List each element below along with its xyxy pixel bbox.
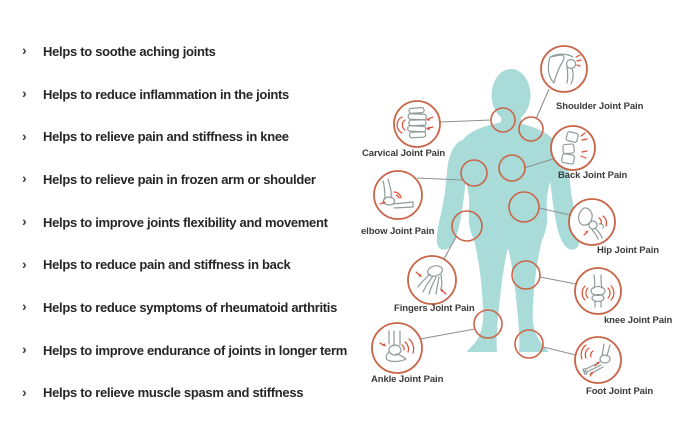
connector-lines	[416, 88, 577, 356]
label-cervical-joint-pain: Carvical Joint Pain	[362, 148, 446, 159]
connector-line	[535, 88, 550, 120]
benefits-list: › Helps to soothe aching joints › Helps …	[22, 30, 362, 414]
callout-circle-ankle	[371, 322, 423, 374]
chevron-right-icon: ›	[22, 85, 27, 102]
benefit-text: Helps to improve joints flexibility and …	[43, 214, 328, 230]
body-marker-wrist	[451, 210, 483, 242]
callout-circle-knee	[574, 267, 622, 315]
benefit-item: › Helps to soothe aching joints	[22, 30, 362, 73]
label-ankle-joint-pain: Ankle Joint Pain	[371, 374, 444, 385]
body-marker-shoulder	[518, 116, 544, 142]
benefit-item: › Helps to improve joints flexibility an…	[22, 201, 362, 244]
body-marker-elbow	[460, 159, 488, 187]
benefit-text: Helps to reduce pain and stiffness in ba…	[43, 257, 291, 273]
chevron-right-icon: ›	[22, 341, 27, 358]
benefit-text: Helps to relieve muscle spasm and stiffn…	[43, 385, 304, 401]
body-marker-knee	[511, 260, 541, 290]
benefit-text: Helps to reduce symptoms of rheumatoid a…	[43, 299, 338, 315]
label-foot-joint-pain: Foot Joint Pain	[586, 386, 654, 397]
benefit-text: Helps to improve endurance of joints in …	[43, 342, 347, 358]
hip-joint-icon	[578, 207, 608, 240]
callout-circle-cervical	[393, 100, 441, 148]
callout-circle-foot	[574, 336, 622, 384]
connector-line	[443, 236, 457, 260]
benefit-item: › Helps to reduce symptoms of rheumatoid…	[22, 286, 362, 329]
benefit-item: › Helps to relieve pain and stiffness in…	[22, 115, 362, 158]
body-marker-ankle	[473, 309, 503, 339]
body-silhouette	[436, 69, 580, 352]
chevron-right-icon: ›	[22, 255, 27, 272]
connector-line	[542, 346, 577, 356]
foot-joint-icon	[580, 343, 611, 377]
connector-line	[416, 177, 463, 181]
connector-line	[538, 207, 571, 216]
label-hip-joint-pain: Hip Joint Pain	[597, 245, 659, 256]
benefit-text: Helps to relieve pain and stiffness in k…	[43, 129, 289, 145]
benefit-text: Helps to relieve pain in frozen arm or s…	[43, 171, 316, 187]
callout-circle-fingers	[407, 255, 457, 305]
benefit-item: › Helps to reduce pain and stiffness in …	[22, 243, 362, 286]
benefit-item: › Helps to relieve pain in frozen arm or…	[22, 158, 362, 201]
callout-circle-elbow	[373, 170, 423, 220]
chevron-right-icon: ›	[22, 213, 27, 230]
shoulder-joint-icon	[547, 53, 582, 85]
benefit-item: › Helps to relieve muscle spasm and stif…	[22, 372, 362, 415]
label-shoulder-joint-pain: Shoulder Joint Pain	[556, 101, 644, 112]
chevron-right-icon: ›	[22, 298, 27, 315]
chevron-right-icon: ›	[22, 127, 27, 144]
body-marker-neck	[490, 107, 516, 133]
knee-joint-icon	[581, 274, 615, 308]
label-fingers-joint-pain: Fingers Joint Pain	[394, 303, 475, 314]
connector-line	[539, 276, 577, 285]
body-markers	[451, 107, 544, 359]
body-marker-back	[498, 154, 526, 182]
callout-circles	[371, 45, 622, 384]
callout-circle-hip	[568, 198, 616, 246]
benefit-text: Helps to reduce inflammation in the join…	[43, 86, 289, 102]
ankle-joint-icon	[379, 330, 415, 362]
benefit-text: Helps to soothe aching joints	[43, 43, 216, 59]
label-back-joint-pain: Back Joint Pain	[558, 170, 628, 181]
fingers-joint-icon	[415, 265, 447, 295]
connector-line	[419, 328, 476, 340]
benefit-item: › Helps to reduce inflammation in the jo…	[22, 73, 362, 116]
body-marker-foot	[514, 329, 544, 359]
cervical-spine-icon	[396, 107, 434, 139]
benefit-item: › Helps to improve endurance of joints i…	[22, 329, 362, 372]
elbow-joint-icon	[379, 178, 414, 209]
back-spine-icon	[561, 131, 588, 165]
label-knee-joint-pain: knee Joint Pain	[604, 315, 673, 326]
connector-line	[439, 119, 492, 123]
chevron-right-icon: ›	[22, 170, 27, 187]
connector-line	[523, 158, 554, 169]
chevron-right-icon: ›	[22, 42, 27, 59]
label-elbow-joint-pain: elbow Joint Pain	[361, 226, 435, 237]
chevron-right-icon: ›	[22, 383, 27, 400]
body-marker-hip	[508, 191, 540, 223]
